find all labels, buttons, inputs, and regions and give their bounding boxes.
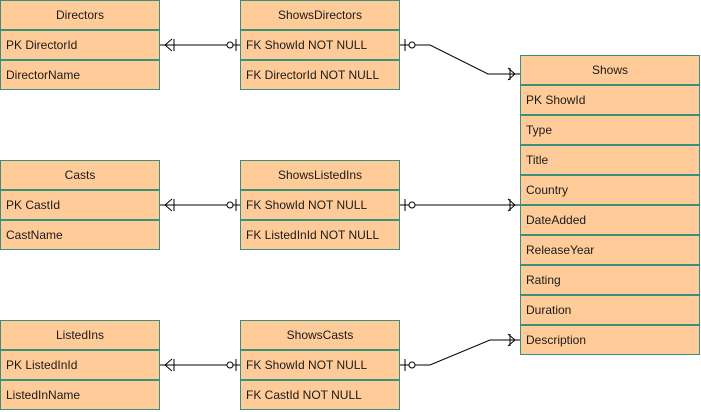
entity-title: ShowsListedIns [240,160,400,190]
entity-field: Country [520,175,700,205]
entity-field: PK ShowId [520,85,700,115]
entity-field: DateAdded [520,205,700,235]
entity-field: FK ListedInId NOT NULL [240,220,400,250]
entity-field: Type [520,115,700,145]
entity-field: PK CastId [0,190,160,220]
entity-field: ReleaseYear [520,235,700,265]
relationship-showscasts-shows [400,333,520,371]
entity-field: PK DirectorId [0,30,160,60]
entity-field: Duration [520,295,700,325]
entity-field: ListedInName [0,380,160,410]
entity-field: PK ListedInId [0,350,160,380]
entity-field: FK CastId NOT NULL [240,380,400,410]
entity-field: FK ShowId NOT NULL [240,350,400,380]
entity-title: Shows [520,55,700,85]
entity-field: CastName [0,220,160,250]
entity-field: Description [520,325,700,355]
entity-title: ShowsDirectors [240,0,400,30]
relationship-showslistedins-shows [400,198,520,212]
entity-field: FK ShowId NOT NULL [240,30,400,60]
entity-title: ListedIns [0,320,160,350]
entity-field: FK ShowId NOT NULL [240,190,400,220]
entity-title: Directors [0,0,160,30]
entity-field: FK DirectorId NOT NULL [240,60,400,90]
entity-field: Title [520,145,700,175]
entity-title: ShowsCasts [240,320,400,350]
relationship-listedins-showscasts [160,358,240,372]
relationship-casts-showslistedins [160,198,240,212]
relationship-showsdirectors-shows [400,39,520,81]
entity-title: Casts [0,160,160,190]
entity-field: Rating [520,265,700,295]
entity-field: DirectorName [0,60,160,90]
relationship-directors-showsdirectors [160,38,240,52]
